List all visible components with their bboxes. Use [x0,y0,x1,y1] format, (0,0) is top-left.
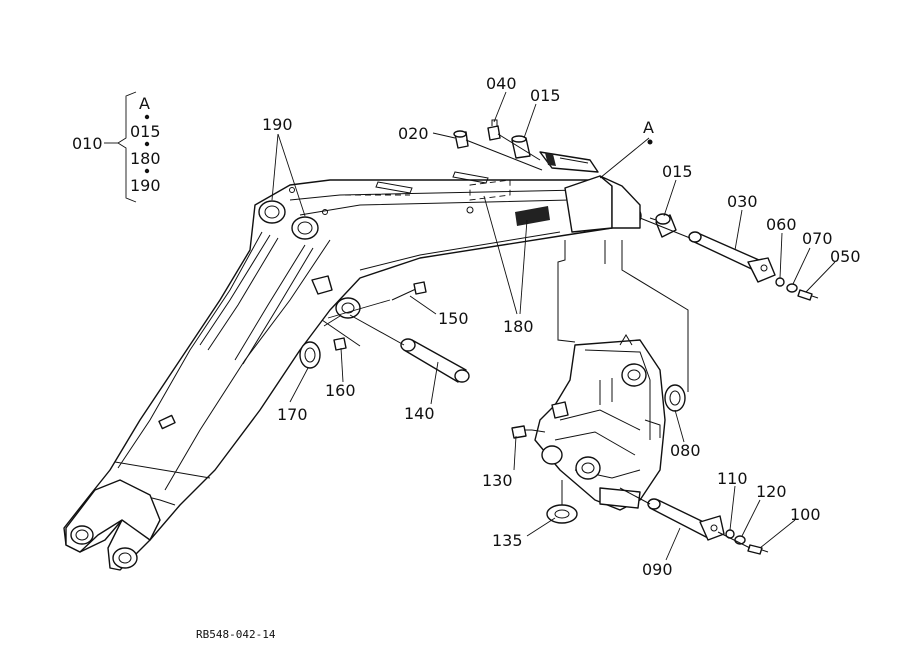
callout-130: 130 [482,471,513,490]
callout-150: 150 [438,309,469,328]
nut-160 [333,337,347,351]
callout-030: 030 [727,192,758,211]
callout-015-top: 015 [530,86,561,105]
leader-lines [271,91,836,561]
callout-010: 010 [72,134,103,153]
grease-fitting-130 [511,425,532,439]
arm-body [63,151,642,571]
pin-090 [647,498,725,541]
pin-140 [400,338,470,383]
group-item-015: 015 [130,122,161,141]
callout-040: 040 [486,74,517,93]
bolt-100 [747,544,769,555]
plug-020 [453,130,469,149]
reference-code: RB548-042-14 [196,628,276,641]
callout-180: 180 [503,317,534,336]
bucket-link-assembly [534,334,666,511]
group-header-a: A [139,94,150,113]
nut-060 [775,277,785,287]
assembly-group-010 [104,91,150,203]
callout-070: 070 [802,229,833,248]
callout-050: 050 [830,247,861,266]
callout-140: 140 [404,404,435,423]
callout-015-right: 015 [662,162,693,181]
callout-135: 135 [492,531,523,550]
bushing-015-top [511,135,531,159]
grease-fitting-040 [487,119,501,141]
group-item-180: 180 [130,149,161,168]
pin-030 [688,231,776,283]
callout-100: 100 [790,505,821,524]
callout-080: 080 [670,441,701,460]
washer-070 [786,283,798,293]
bolt-050 [797,289,819,301]
callout-060: 060 [766,215,797,234]
callout-120: 120 [756,482,787,501]
callout-170: 170 [277,405,308,424]
callout-110: 110 [717,469,748,488]
washer-170 [299,341,321,369]
bolt-150 [391,281,427,301]
callout-090: 090 [642,560,673,579]
group-item-190: 190 [130,176,161,195]
callout-160: 160 [325,381,356,400]
callout-020: 020 [398,124,429,143]
callout-190: 190 [262,115,293,134]
washer-080 [664,384,686,412]
bushing-015-right [655,213,677,238]
marker-a: A [643,118,654,137]
